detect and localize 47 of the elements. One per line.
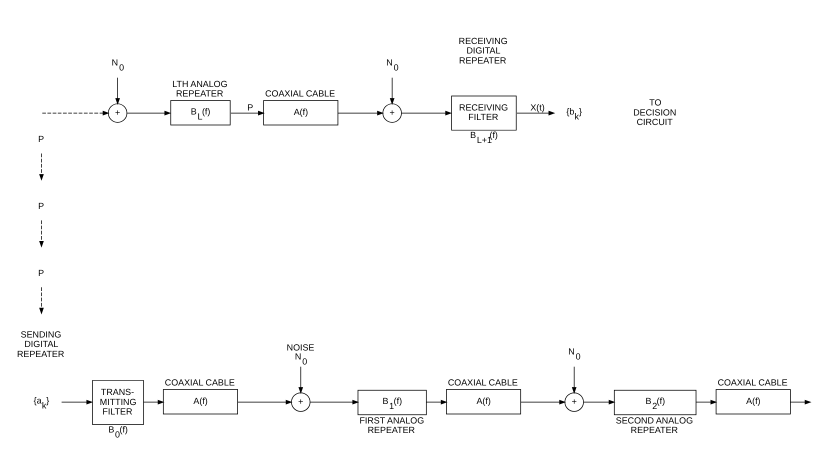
label: SENDING DIGITAL REPEATER: [16, 329, 64, 358]
arrow: [230, 110, 265, 115]
node-label: COAXIAL CABLE: [718, 376, 788, 387]
node-box: RECEIVING FILTER: [451, 95, 517, 130]
arrow: [583, 399, 616, 404]
node-box: A(f): [446, 388, 522, 414]
node-text: P: [38, 267, 44, 278]
arrow: [426, 399, 448, 404]
arrow: [61, 399, 94, 404]
arrow: [115, 76, 120, 104]
arrow: [572, 366, 577, 394]
arrow: [39, 220, 44, 248]
arrow: [696, 399, 718, 404]
node-circle: +: [108, 102, 128, 122]
arrow: [298, 366, 304, 394]
arrow: [310, 399, 360, 404]
arrow: [42, 110, 110, 115]
arrow: [237, 399, 292, 404]
node-label: COAXIAL CABLE: [448, 376, 518, 387]
node-label: COAXIAL CABLE: [164, 376, 235, 387]
node-label: SECOND ANALOG REPEATER: [616, 414, 694, 435]
label: RECEIVING DIGITAL REPEATER: [458, 36, 508, 65]
node-box: A(f): [263, 100, 338, 125]
node-label: LTH ANALOG REPEATER: [172, 78, 228, 98]
node-text: P: [38, 200, 44, 211]
arrow: [39, 152, 44, 180]
node-circle: +: [382, 102, 402, 122]
node-label: COAXIAL CABLE: [265, 88, 336, 98]
arrow: [520, 399, 566, 404]
node-circle: +: [291, 392, 310, 412]
arrow: [790, 399, 812, 404]
node-box: A(f): [162, 388, 238, 414]
label: TO DECISION CIRCUIT: [633, 97, 676, 127]
edge-label: X(t): [530, 102, 545, 112]
arrow: [142, 399, 164, 404]
arrow: [126, 110, 172, 115]
node-circle: +: [564, 392, 584, 412]
arrow: [390, 76, 394, 104]
node-box: TRANS- MITTING FILTER: [92, 380, 144, 424]
node-box: A(f): [716, 388, 791, 414]
arrow: [338, 110, 384, 115]
edge-label: P: [247, 102, 254, 112]
arrow: [39, 286, 44, 314]
arrow: [516, 110, 556, 115]
node-label: FIRST ANALOG REPEATER: [359, 414, 424, 435]
arrow: [401, 110, 452, 115]
node-text: P: [38, 134, 44, 144]
